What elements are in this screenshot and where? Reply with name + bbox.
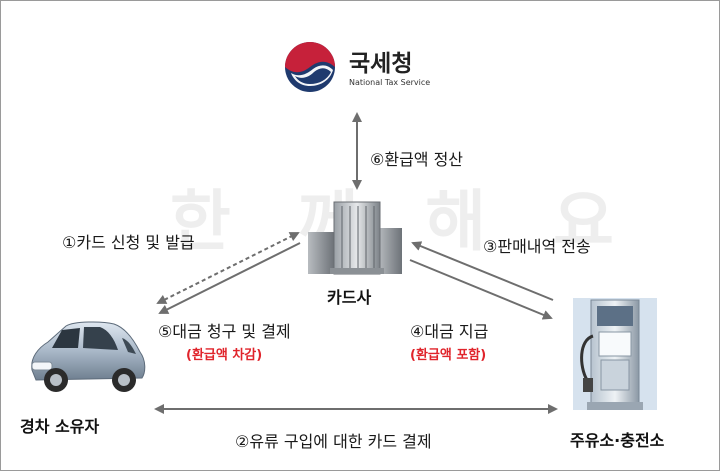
arrow-step4 (409, 259, 553, 320)
car-owner-label: 경차 소유자 (20, 417, 100, 436)
org-name: 국세청 (349, 51, 413, 77)
org-name-en: National Tax Service (349, 78, 431, 87)
compact-car-icon (31, 321, 146, 392)
step3-label: ③판매내역 전송 (483, 237, 591, 256)
gas-station-label: 주유소·충전소 (570, 431, 665, 450)
step2-label: ②유류 구입에 대한 카드 결제 (235, 432, 432, 451)
step4-note: (환급액 포함) (410, 348, 487, 363)
step1-label: ①카드 신청 및 발급 (62, 233, 195, 252)
card-company-label: 카드사 (327, 288, 372, 307)
step6-label: ⑥환급액 정산 (370, 150, 464, 169)
step5-note: (환급액 차감) (186, 348, 263, 363)
fuel-pump-icon (573, 298, 657, 410)
office-building-icon (308, 201, 402, 275)
nts-logo-icon (285, 42, 335, 92)
step5-label: ⑤대금 청구 및 결제 (158, 322, 291, 341)
arrow-step5 (158, 242, 301, 314)
arrow-step3 (411, 241, 554, 301)
arrow-step1 (156, 232, 300, 304)
step4-label: ④대금 지급 (410, 322, 489, 341)
